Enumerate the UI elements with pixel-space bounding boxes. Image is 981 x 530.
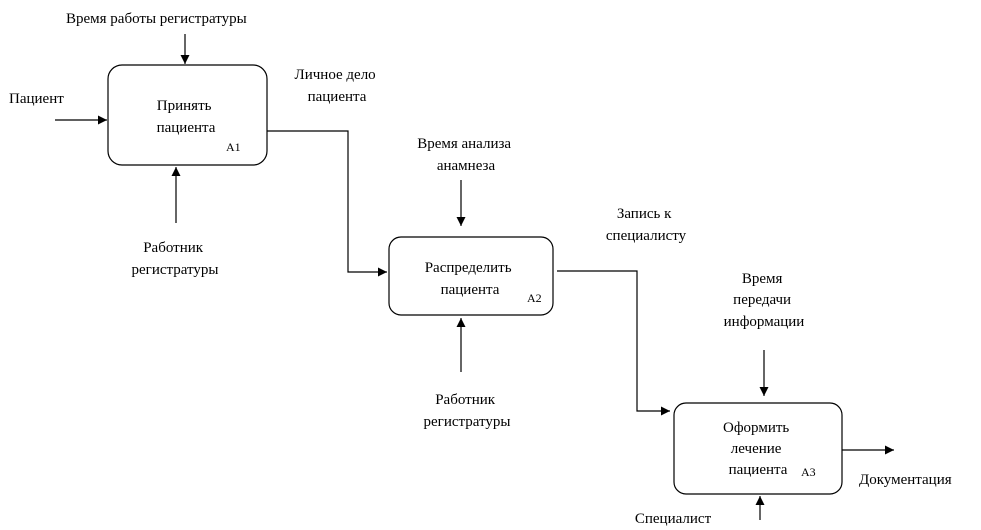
block-a2-title: Распределить пациента: [425, 260, 516, 298]
a1-output-label: Личное дело пациента: [295, 67, 380, 105]
block-a3-number: A3: [801, 465, 816, 479]
a3-control-label: Время передачи информации: [724, 271, 805, 330]
block-a1-box: [107, 64, 268, 166]
block-a3-title: Оформить лечение пациента: [723, 420, 793, 478]
a2-output-label: Запись к специалисту: [606, 206, 687, 244]
a2-mechanism-label: Работник регистратуры: [424, 392, 511, 430]
a2-to-a3-arrow: [557, 270, 670, 416]
block-a3-box: [673, 402, 843, 495]
a1-input-label: Пациент: [9, 91, 64, 107]
block-a1-title: Принять пациента: [157, 98, 216, 136]
a3-mechanism-label: Специалист: [635, 511, 712, 527]
block-a1: Принять пациента A1: [107, 64, 268, 166]
arrow-labels: Время работы регистратуры Пациент Личное…: [9, 11, 952, 527]
a2-control-label: Время анализа анамнеза: [417, 136, 515, 174]
block-a1-number: A1: [226, 140, 241, 154]
a1-mechanism-label: Работник регистратуры: [132, 240, 219, 278]
block-a3: Оформить лечение пациента A3: [673, 402, 843, 495]
block-a2: Распределить пациента A2: [388, 236, 554, 316]
a3-output-label: Документация: [859, 472, 952, 488]
block-a2-box: [388, 236, 554, 316]
block-a2-number: A2: [527, 291, 542, 305]
a1-to-a2-arrow: [267, 130, 387, 277]
a1-control-label: Время работы регистратуры: [66, 11, 247, 27]
arrows: [55, 34, 894, 520]
